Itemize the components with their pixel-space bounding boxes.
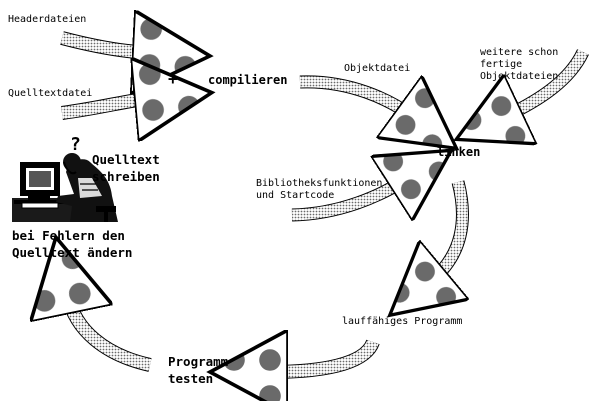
label-programm-testen: Programm testen (168, 354, 229, 386)
label-lauffaehiges-programm: lauffähiges Programm (342, 316, 463, 327)
label-quelltextdatei: Quelltextdatei (8, 88, 93, 99)
label-compilieren: compilieren (208, 73, 288, 87)
plus-sign: + (168, 69, 178, 88)
label-weitere-objektdateien: weitere schon fertige Objektdateien (480, 47, 559, 82)
label-bei-fehlern: bei Fehlern den Quelltext ändern (12, 228, 133, 260)
person-at-computer-icon (12, 153, 118, 222)
label-quelltext-schreiben: Quelltext schreiben (92, 152, 160, 184)
question-mark: ? (70, 134, 81, 155)
label-bibliotheksfunktionen: Bibliotheksfunktionen und Startcode (256, 178, 383, 201)
label-objektdatei: Objektdatei (344, 63, 411, 74)
label-linken: linken (437, 145, 481, 159)
label-headerdateien: Headerdateien (8, 14, 87, 25)
